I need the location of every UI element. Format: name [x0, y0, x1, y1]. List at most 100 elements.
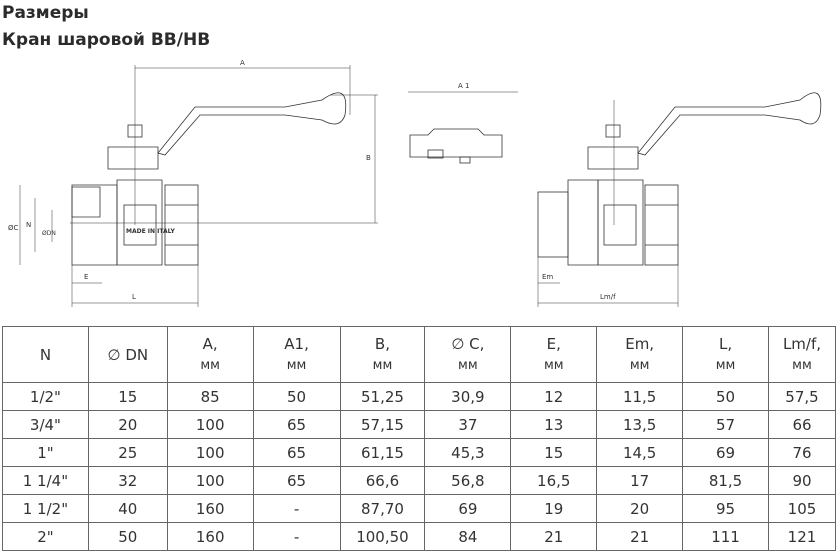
column-header: E, мм: [510, 326, 598, 383]
column-header-name: A,: [202, 334, 218, 353]
dim-label-l: L: [132, 293, 136, 301]
column-header-name: Em,: [625, 334, 655, 353]
table-cell: 50: [682, 382, 769, 411]
table-cell: 160: [166, 494, 254, 523]
column-header: A1, мм: [252, 326, 341, 383]
product-title: Кран шаровой ВВ/НВ: [2, 30, 211, 50]
table-cell: 65: [252, 438, 341, 467]
table-cell: 40: [87, 494, 168, 523]
table-cell: 84: [424, 522, 512, 551]
dim-label-a1: A 1: [458, 82, 469, 90]
column-header: L, мм: [682, 326, 769, 383]
page-heading: Размеры: [2, 3, 89, 23]
dimensions-table: N ∅ DN A, мм A1, мм B,мм ∅ C, мм E, мм Em, мм L, мм Lm/…: [2, 326, 837, 551]
table-cell: 90: [767, 466, 837, 495]
table-cell: 15: [510, 438, 598, 467]
table-cell: 14,5: [596, 438, 684, 467]
table-cell: 1 1/4": [2, 466, 89, 495]
column-header-unit: мм: [629, 357, 650, 373]
table-cell: -: [252, 494, 341, 523]
column-header: ∅ DN: [87, 326, 168, 383]
table-cell: 69: [424, 494, 512, 523]
table-cell: 15: [87, 382, 168, 411]
table-cell: 69: [682, 438, 769, 467]
column-header-name: A1,: [284, 334, 309, 353]
column-header-name: E,: [546, 334, 561, 353]
column-header-name: B,: [374, 334, 390, 353]
column-header-name: ∅ DN: [107, 345, 149, 364]
table-cell: 160: [166, 522, 254, 551]
column-header: B,мм: [339, 326, 426, 383]
table-cell: 100: [166, 466, 254, 495]
column-header-name: ∅ C,: [451, 334, 485, 353]
table-cell: 81,5: [682, 466, 769, 495]
valve-mf-drawing: Em Lm/f: [537, 92, 822, 307]
table-cell: 30,9: [424, 382, 512, 411]
table-cell: 65: [252, 410, 341, 439]
table-cell: 51,25: [339, 382, 426, 411]
table-cell: 1": [2, 438, 89, 467]
table-header-row: N ∅ DN A, мм A1, мм B,мм ∅ C, мм E, мм Em, мм L, мм Lm/…: [2, 326, 837, 383]
table-cell: 50: [87, 522, 168, 551]
table-cell: 66: [767, 410, 837, 439]
table-cell: 57,15: [339, 410, 426, 439]
column-header-name: L,: [718, 334, 733, 353]
table-cell: 85: [166, 382, 254, 411]
table-cell: 66,6: [339, 466, 426, 495]
table-cell: 61,15: [339, 438, 426, 467]
table-cell: 1/2": [2, 382, 89, 411]
table-cell: 21: [510, 522, 598, 551]
table-cell: 105: [767, 494, 837, 523]
column-header: N: [2, 326, 89, 383]
column-header-unit: мм: [715, 357, 736, 373]
dim-label-e: E: [84, 273, 88, 281]
table-cell: 13: [510, 410, 598, 439]
table-cell: 57,5: [767, 382, 837, 411]
column-header: ∅ C, мм: [424, 326, 512, 383]
dim-label-lmf: Lm/f: [600, 293, 616, 301]
table-cell: 100,50: [339, 522, 426, 551]
table-cell: 1 1/2": [2, 494, 89, 523]
table-cell: 20: [87, 410, 168, 439]
table-cell: 19: [510, 494, 598, 523]
column-header-unit: мм: [286, 357, 307, 373]
column-header-unit: мм: [458, 357, 478, 373]
table-cell: 87,70: [339, 494, 426, 523]
column-header-unit: мм: [543, 357, 564, 373]
valve-top-view-drawing: A 1: [408, 82, 518, 164]
table-cell: 65: [252, 466, 341, 495]
table-cell: 13,5: [596, 410, 684, 439]
column-header: Em, мм: [596, 326, 684, 383]
table-cell: 100: [166, 410, 254, 439]
table-cell: 12: [510, 382, 598, 411]
table-cell: 16,5: [510, 466, 598, 495]
table-cell: 111: [682, 522, 769, 551]
table-cell: 17: [596, 466, 684, 495]
column-header-unit: мм: [200, 357, 220, 373]
table-cell: -: [252, 522, 341, 551]
valve-drawings: A B MADE IN ITALY ØC N ØDN E L A 1: [8, 59, 822, 307]
table-cell: 20: [596, 494, 684, 523]
column-header-name: Lm/f,: [782, 334, 822, 353]
dim-label-a: A: [240, 59, 245, 67]
table-cell: 100: [166, 438, 254, 467]
table-cell: 45,3: [424, 438, 512, 467]
dim-label-c: ØC: [8, 224, 19, 232]
column-header-name: N: [39, 345, 52, 364]
column-header: A, мм: [166, 326, 254, 383]
table-cell: 11,5: [596, 382, 684, 411]
valve-ff-drawing: A B MADE IN ITALY ØC N ØDN E L: [8, 59, 378, 307]
dim-label-n: N: [26, 221, 31, 229]
table-cell: 37: [424, 410, 512, 439]
table-cell: 50: [252, 382, 341, 411]
table-cell: 76: [767, 438, 837, 467]
dim-label-em: Em: [542, 273, 553, 281]
table-cell: 3/4": [2, 410, 89, 439]
table-cell: 2": [2, 522, 89, 551]
table-cell: 21: [596, 522, 684, 551]
